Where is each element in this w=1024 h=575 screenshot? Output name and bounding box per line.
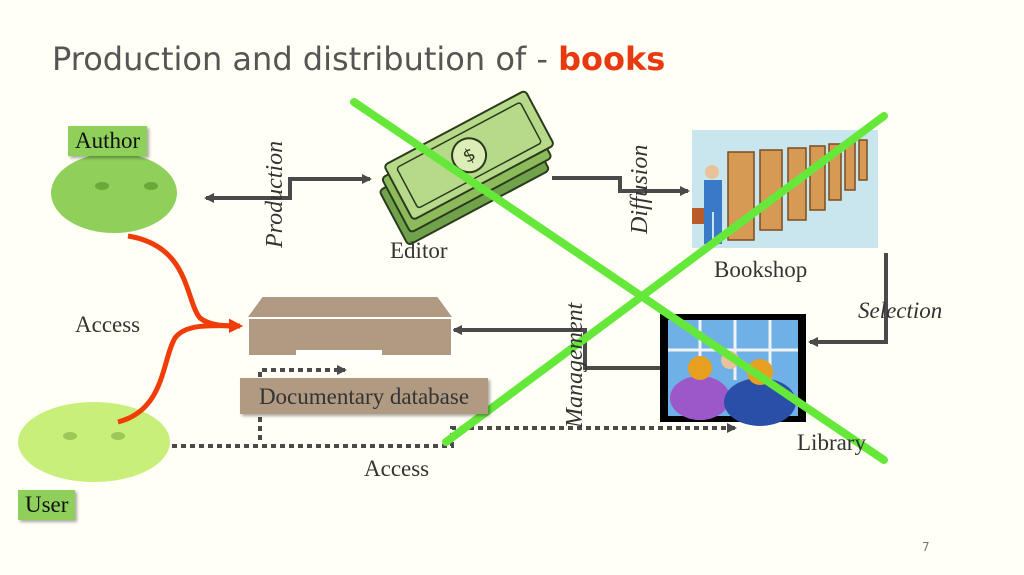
management-arrow [452, 325, 662, 370]
author-tag: Author [68, 126, 148, 156]
selection-arrow [808, 253, 888, 347]
author-face [51, 153, 177, 233]
user-tag: User [18, 490, 76, 520]
library-clipart [660, 314, 806, 426]
editor-label: Editor [390, 238, 448, 263]
bookshop-label: Bookshop [714, 257, 808, 282]
database-label: Documentary database [240, 378, 488, 414]
management-label: Management [562, 302, 588, 428]
access-label-bottom: Access [364, 456, 430, 481]
access-arrow-author [127, 233, 243, 333]
page-number: 7 [922, 540, 930, 554]
title-highlight: books [558, 40, 666, 78]
page-title: Production and distribution of - books [52, 40, 665, 78]
diffusion-label: Diffusion [627, 144, 653, 234]
access-label-left: Access [75, 312, 141, 337]
production-arrow [204, 174, 372, 203]
user-face [18, 402, 170, 482]
production-label: Production [262, 140, 288, 248]
access-arrow-user [117, 318, 243, 425]
access-dotted-db [258, 365, 347, 440]
green-cross [350, 98, 888, 464]
selection-label: Selection [858, 298, 943, 323]
diffusion-arrow [552, 176, 690, 196]
library-label: Library [797, 430, 866, 455]
database-box [244, 295, 456, 358]
title-prefix: Production and distribution of - [52, 40, 559, 78]
